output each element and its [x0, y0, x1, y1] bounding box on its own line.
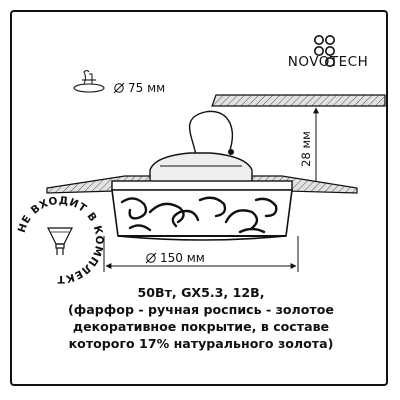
brand-logo: NOVOTECH [288, 34, 368, 70]
lamp-cap [149, 152, 253, 183]
width-dimension [103, 236, 299, 272]
width-diameter-icon [145, 252, 157, 264]
diameter-symbol-icon [113, 82, 125, 94]
hand-painted-ornament [120, 196, 278, 234]
seal-text: НЕ ВХОДИТ В КОМПЛЕКТ [16, 195, 105, 285]
lamp-wire [188, 110, 234, 156]
cutout-icon [73, 70, 105, 93]
brand-name: NOVOTECH [288, 54, 368, 70]
mr16-bulb-icon [47, 227, 73, 255]
spec-line-gold: которого 17% натурального золота) [68, 336, 334, 351]
spec-line-coating: декоративное покрытие, в составе [72, 319, 330, 334]
logo-mark [313, 34, 335, 67]
not-included-seal: НЕ ВХОДИТ В КОМПЛЕКТ [16, 195, 105, 285]
wire-connector [228, 149, 234, 155]
cutout-diameter-label: 75 мм [128, 81, 165, 95]
diagram-frame [10, 10, 388, 386]
specifications-text: 50Вт, GX5.3, 12В, (фарфор - ручная роспи… [38, 284, 364, 352]
spec-line-material: (фарфор - ручная роспись - золотое [68, 302, 334, 317]
lamp-fixture [46, 152, 358, 241]
lamp-flange [111, 180, 293, 191]
svg-text:НЕ ВХОДИТ В КОМПЛЕКТ: НЕ ВХОДИТ В КОМПЛЕКТ [16, 195, 105, 285]
height-label: 28 мм [299, 131, 313, 167]
spec-line-power: 50Вт, GX5.3, 12В, [137, 285, 265, 300]
ceiling-slab [211, 94, 386, 107]
width-label: 150 мм [160, 251, 205, 265]
